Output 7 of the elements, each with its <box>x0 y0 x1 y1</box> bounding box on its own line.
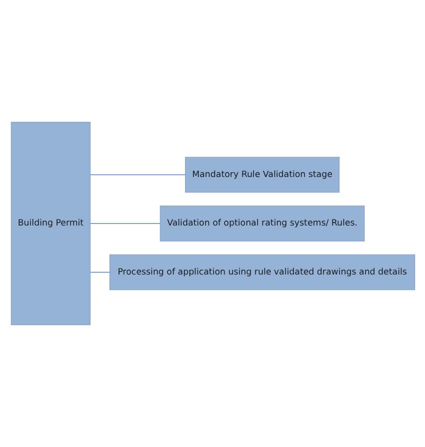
connector <box>90 174 186 176</box>
node-box: Validation of optional rating systems/ Rules. <box>159 206 364 242</box>
node-box: Building Permit <box>10 122 90 326</box>
node-box: Mandatory Rule Validation stage <box>184 156 340 193</box>
connector <box>90 272 110 273</box>
connector <box>90 223 160 224</box>
node-box: Processing of application using rule validated drawings and details <box>109 254 415 290</box>
